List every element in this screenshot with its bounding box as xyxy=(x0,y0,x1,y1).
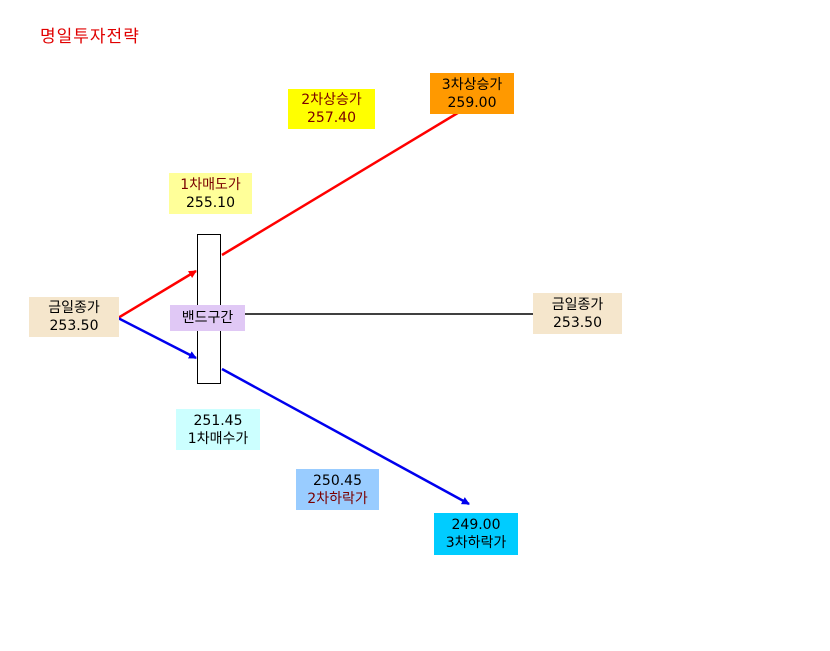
second-rise-price-value: 257.40 xyxy=(307,110,356,126)
today-close-left-value: 253.50 xyxy=(49,318,99,334)
today-close-right-value: 253.50 xyxy=(553,314,602,331)
today-close-right-label: 금일종가 xyxy=(551,296,604,313)
second-fall-price-value: 250.45 xyxy=(313,472,362,489)
second-fall-price-box: 250.45 2차하락가 xyxy=(296,469,379,510)
third-fall-price-box: 249.00 3차하락가 xyxy=(434,513,518,555)
third-rise-price-box: 3차상승가 259.00 xyxy=(430,73,514,114)
third-fall-price-value: 249.00 xyxy=(451,517,501,533)
rise-line xyxy=(221,109,462,257)
band-range-label: 밴드구간 xyxy=(181,310,234,326)
fall-arrow xyxy=(221,367,470,506)
first-buy-price-value: 251.45 xyxy=(193,412,243,429)
today-close-left-box: 금일종가 253.50 xyxy=(29,297,119,337)
band-range-box: 밴드구간 xyxy=(170,305,245,331)
up-arrow-to-band xyxy=(117,269,197,320)
today-close-right-box: 금일종가 253.50 xyxy=(533,293,622,334)
down-arrow-to-band xyxy=(117,316,197,360)
first-sell-price-label: 1차매도가 xyxy=(180,176,241,193)
second-rise-price-label: 2차상승가 xyxy=(301,92,362,108)
second-fall-price-label: 2차하락가 xyxy=(307,490,368,507)
first-sell-price-box: 1차매도가 255.10 xyxy=(169,173,252,214)
first-sell-price-value: 255.10 xyxy=(186,194,235,211)
first-buy-price-box: 251.45 1차매수가 xyxy=(176,409,260,450)
third-rise-price-value: 259.00 xyxy=(447,94,497,111)
second-rise-price-box: 2차상승가 257.40 xyxy=(288,89,375,129)
third-rise-price-label: 3차상승가 xyxy=(441,76,503,93)
today-close-left-label: 금일종가 xyxy=(48,300,100,316)
first-buy-price-label: 1차매수가 xyxy=(187,430,249,447)
page-title: 명일투자전략 xyxy=(40,27,140,47)
third-fall-price-label: 3차하락가 xyxy=(445,535,507,551)
